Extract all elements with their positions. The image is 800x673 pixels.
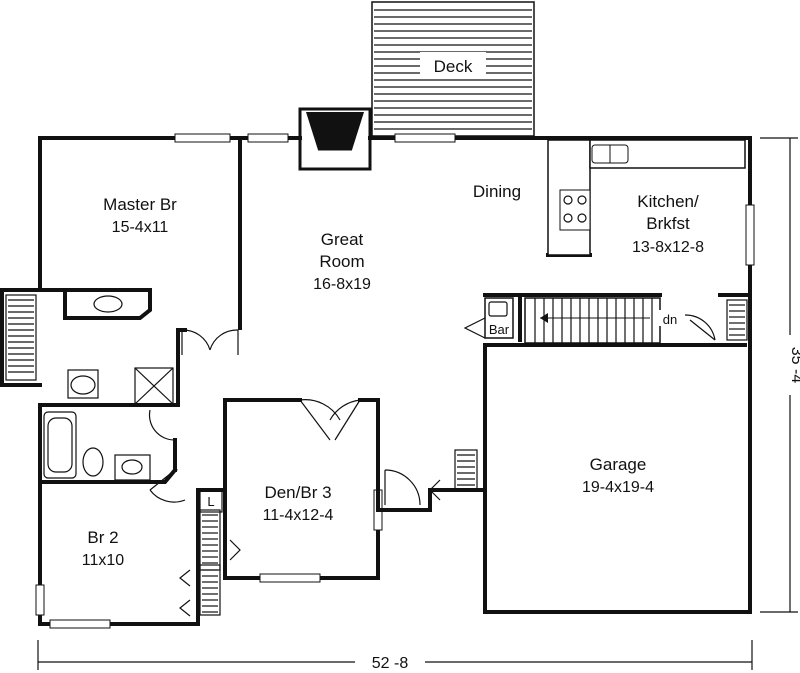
br2-size: 11x10	[82, 552, 125, 569]
kitchen-label-1: Kitchen/	[637, 192, 699, 211]
bar-label: Bar	[489, 322, 510, 337]
great-room-label-1: Great	[321, 230, 364, 249]
fireplace	[298, 107, 372, 171]
deck-label: Deck	[434, 57, 473, 76]
bar	[463, 297, 514, 339]
stairs-label: dn	[663, 312, 677, 327]
width-dimension: 52 -8	[372, 655, 409, 672]
dimension-lines	[37, 137, 798, 672]
linen-label: L	[207, 494, 214, 509]
kitchen-label-2: Brkfst	[646, 214, 690, 233]
bath-fixtures	[43, 295, 223, 513]
stairs	[524, 297, 683, 344]
kitchen-size: 13-8x12-8	[632, 239, 704, 256]
master-br-label: Master Br	[103, 195, 177, 214]
exterior-walls	[38, 136, 752, 626]
garage-label: Garage	[590, 455, 647, 474]
closet-shelving	[5, 294, 748, 616]
den-size: 11-4x12-4	[263, 507, 334, 524]
den-label: Den/Br 3	[264, 483, 331, 502]
great-room-label-2: Room	[319, 252, 364, 271]
br2-label: Br 2	[87, 528, 118, 547]
garage-size: 19-4x19-4	[582, 479, 654, 496]
master-br-size: 15-4x11	[112, 219, 169, 236]
dining-label: Dining	[473, 182, 521, 201]
kitchen-counters	[547, 139, 746, 256]
depth-dimension: 35 -4	[788, 347, 800, 384]
great-room-size: 16-8x19	[313, 276, 371, 293]
doors	[148, 314, 716, 617]
interior-walls	[0, 136, 752, 614]
deck	[371, 1, 535, 137]
